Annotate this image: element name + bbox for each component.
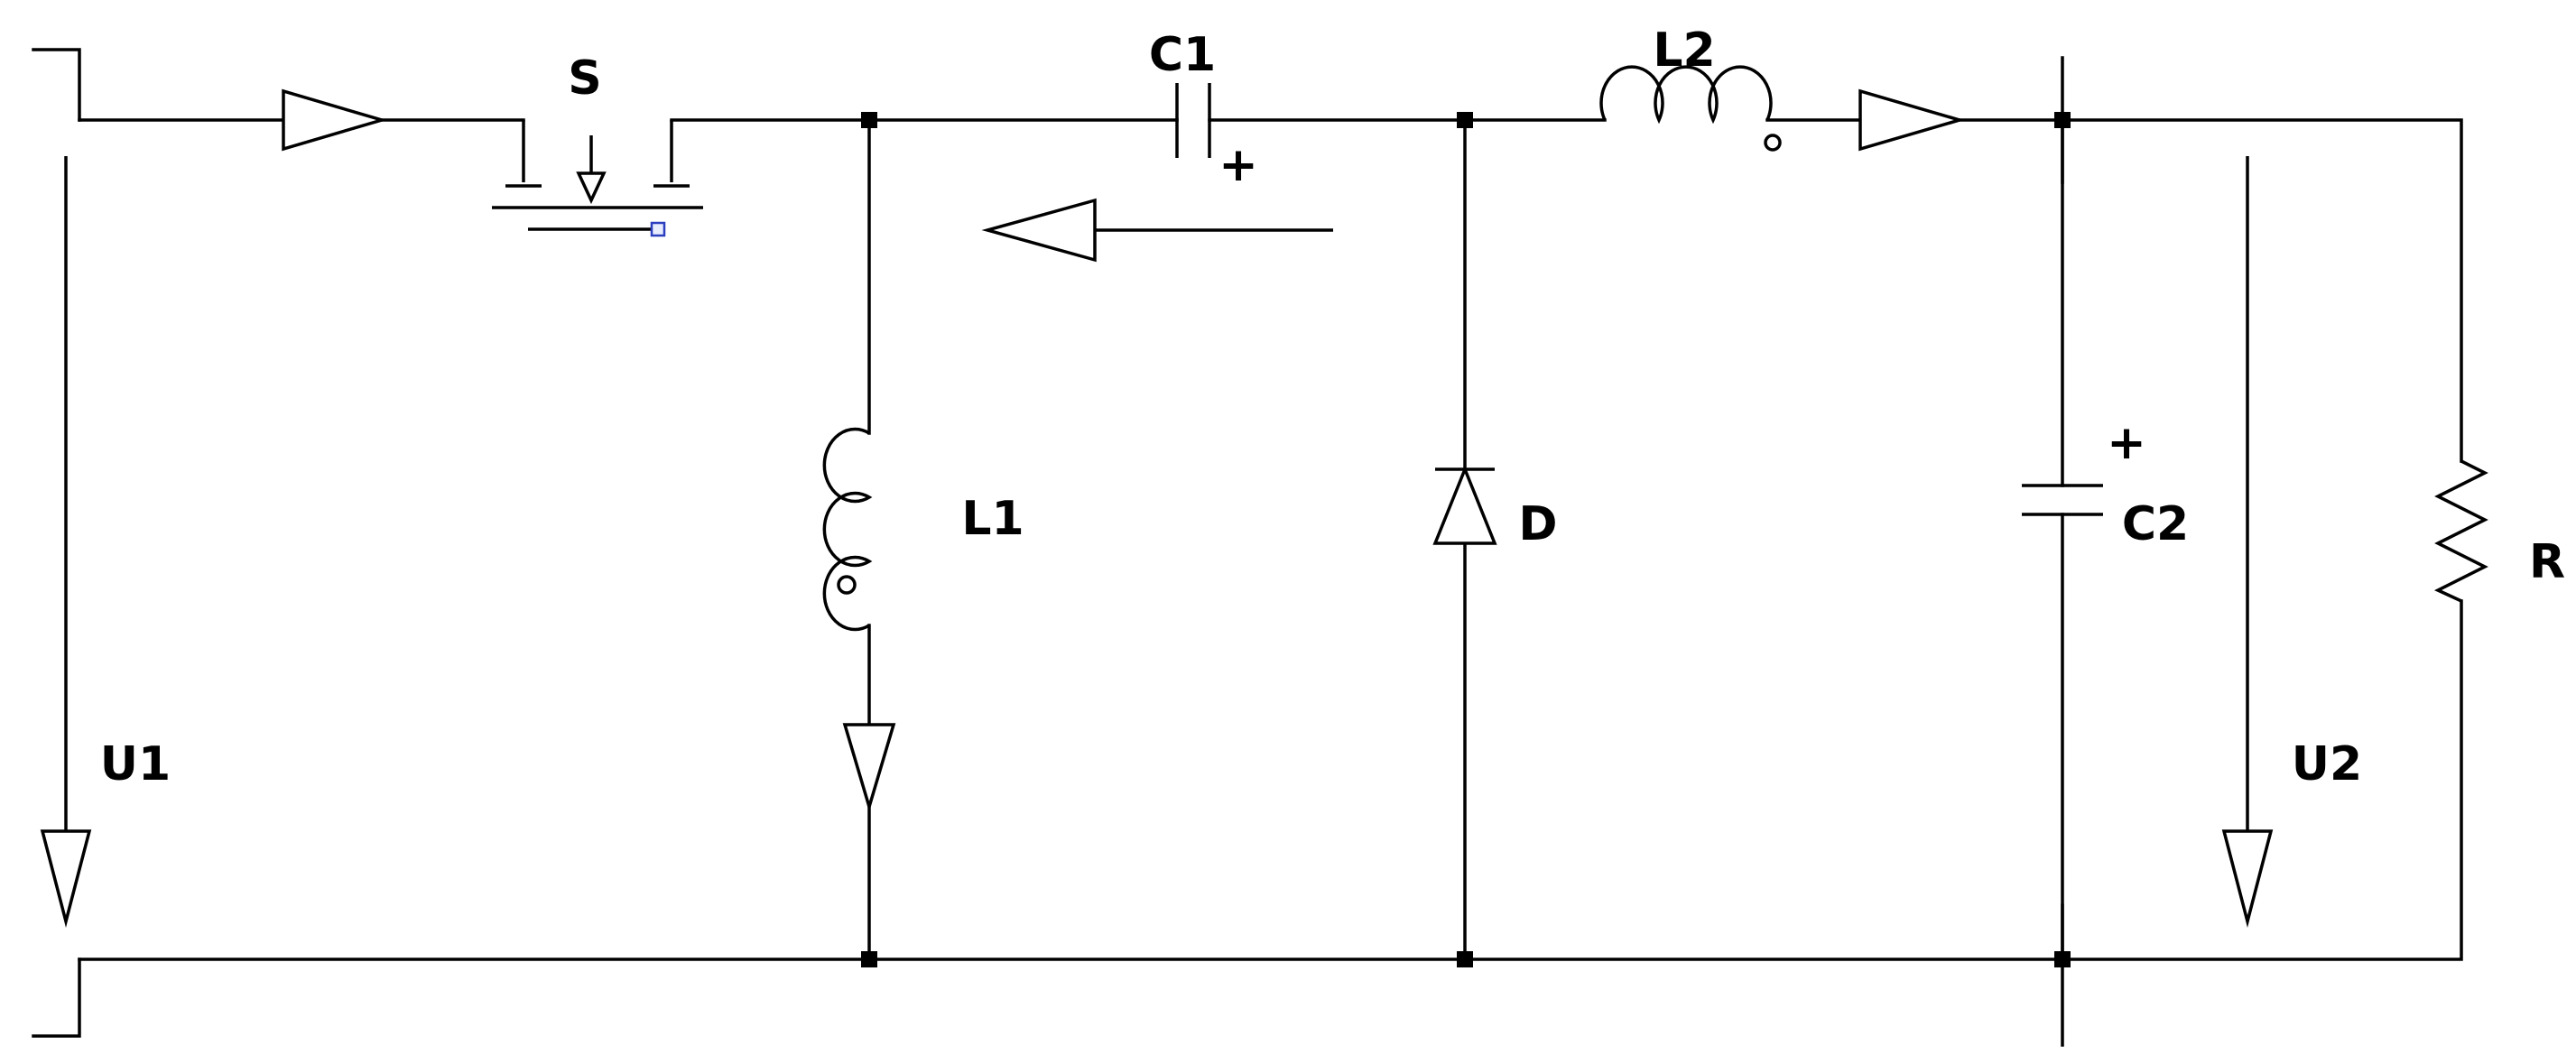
current-arrow-c1-head (981, 198, 1097, 263)
inductor-l1-dot (837, 575, 857, 595)
label-u1: U1 (100, 737, 171, 791)
current-arrow-output-icon (1858, 88, 1966, 152)
current-arrow-l1-icon (842, 723, 896, 813)
inductor-l1[interactable] (822, 427, 873, 632)
mosfet-switch-s[interactable] (492, 120, 703, 237)
selection-handle[interactable] (650, 221, 666, 237)
capacitor-c1[interactable] (1175, 83, 1211, 158)
label-s: S (568, 51, 601, 106)
diode-d-triangle (1432, 465, 1497, 545)
inductor-l2-dot (1764, 134, 1782, 152)
junction-node (861, 112, 877, 128)
inductor-l2[interactable] (1599, 65, 1782, 152)
input-port-bracket (32, 48, 81, 1038)
mosfet-body (492, 120, 703, 231)
voltage-arrow-u2 (2221, 156, 2274, 928)
wire (78, 118, 2463, 961)
label-u2: U2 (2292, 737, 2362, 791)
junction-node (2054, 951, 2071, 967)
voltage-arrow-u1 (40, 156, 92, 928)
current-arrow-input-icon (282, 88, 388, 152)
voltage-arrow-u2-head (2221, 829, 2274, 928)
label-r: R (2529, 535, 2565, 589)
inductor-l2-coil (1599, 65, 1773, 125)
resistor-r-zigzag (2433, 459, 2488, 603)
label-c2-plus: + (2107, 416, 2146, 470)
current-arrow-c1 (981, 198, 1333, 263)
junction-node (2054, 112, 2071, 128)
capacitor-c2[interactable] (2022, 484, 2103, 516)
junction-node (1457, 112, 1473, 128)
mosfet-arrow-head (576, 171, 607, 205)
label-d: D (1518, 497, 1557, 551)
inductor-l1-coil (822, 427, 873, 632)
capacitor-c2-plates (2022, 484, 2103, 516)
resistor-r[interactable] (2433, 459, 2488, 603)
label-l1: L1 (961, 492, 1024, 546)
capacitor-c1-plates (1175, 83, 1211, 158)
label-c1-plus: + (1219, 138, 1258, 192)
diode-d[interactable] (1432, 465, 1497, 545)
label-l2: L2 (1653, 23, 1715, 78)
voltage-arrow-u1-head (40, 829, 92, 928)
junction-node (861, 951, 877, 967)
junction-node (1457, 951, 1473, 967)
label-c1: C1 (1149, 28, 1216, 82)
label-c2: C2 (2122, 497, 2189, 551)
